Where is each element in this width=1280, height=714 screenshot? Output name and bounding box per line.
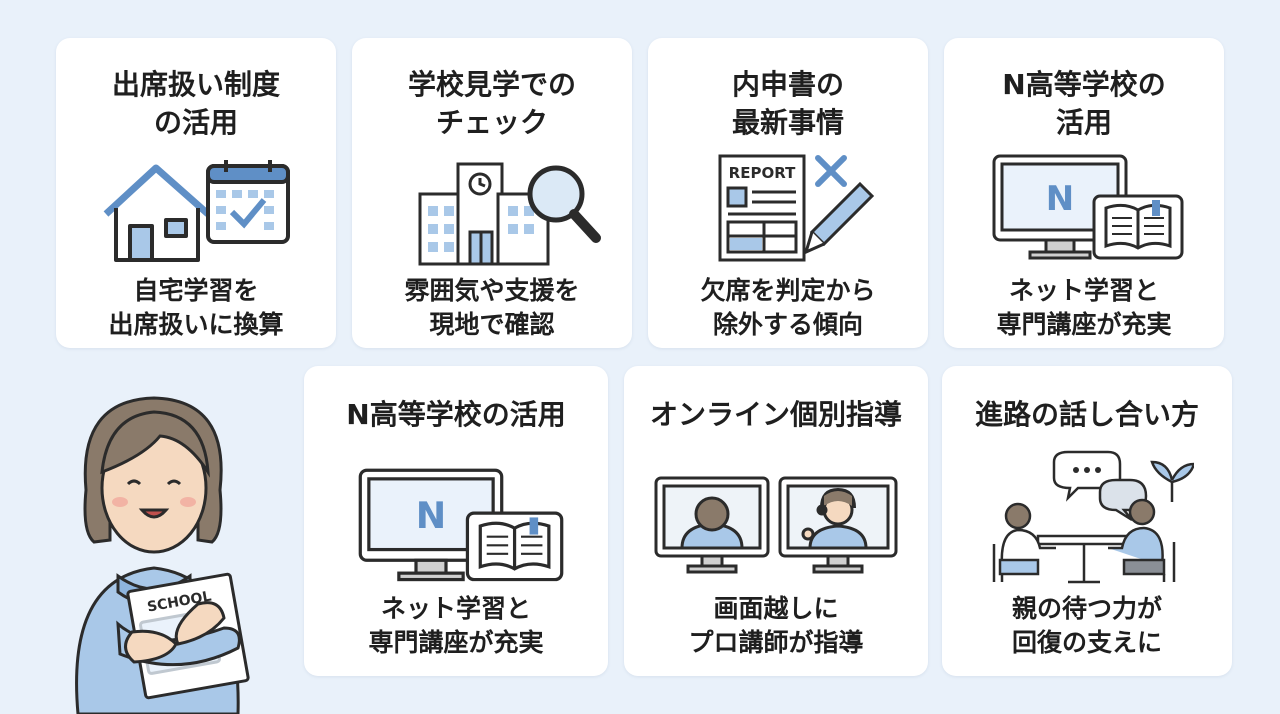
card-title: 出席扱い制度 の活用	[111, 68, 280, 139]
card-school-visit: 学校見学での チェック 雰囲気や支援を 現地で確認	[352, 38, 632, 348]
screen-letter: N	[416, 494, 446, 537]
table-conversation-icon	[992, 498, 1176, 584]
card-description: 親の待つ力が 回復の支えに	[1011, 594, 1162, 657]
card-title: 進路の話し合い方	[974, 398, 1199, 431]
student-character: SCHOOL	[75, 396, 250, 714]
card-title: N高等学校の活用	[346, 398, 566, 431]
report-document-icon: REPORT	[718, 154, 806, 262]
conversation-illustration	[992, 450, 1194, 584]
card-n-high-school-top: N高等学校の 活用 N ネット学習と 専門講座が充実	[944, 38, 1224, 348]
online-tutoring-illustration	[654, 476, 898, 574]
card-n-high-school-bottom: N高等学校の活用 N ネット学習と 専門講座が充実	[304, 366, 608, 676]
card-description: 欠席を判定から 除外する傾向	[700, 276, 876, 339]
card-title: オンライン個別指導	[649, 398, 902, 431]
card-description: 画面越しに プロ講師が指導	[688, 594, 864, 657]
card-title: N高等学校の 活用	[1002, 68, 1166, 139]
card-description: ネット学習と 専門講座が充実	[368, 594, 544, 657]
house-icon	[103, 164, 211, 262]
card-description: ネット学習と 専門講座が充実	[996, 276, 1172, 339]
report-label: REPORT	[729, 164, 796, 182]
tutor-headset-monitor-icon	[778, 476, 898, 574]
screen-letter: N	[1046, 179, 1074, 219]
card-title: 内申書の 最新事情	[731, 68, 844, 139]
report-illustration: REPORT	[718, 154, 875, 262]
card-description: 雰囲気や支援を 現地で確認	[404, 276, 580, 339]
speech-bubbles-icon	[1052, 450, 1148, 522]
magnifier-icon	[527, 165, 601, 243]
student-character-illustration: SCHOOL	[75, 396, 250, 714]
calendar-check-icon	[206, 160, 290, 244]
house-calendar-illustration	[103, 160, 290, 262]
monitor-tablet-illustration: N	[992, 154, 1184, 260]
cross-mark-icon	[815, 155, 847, 187]
card-title: 学校見学での チェック	[407, 68, 576, 139]
card-report-card: 内申書の 最新事情 REPORT 欠席を判定から 除外する傾向	[648, 38, 928, 348]
card-attendance-system: 出席扱い制度 の活用 自宅学習を 出席扱いに換算	[56, 38, 336, 348]
pencil-icon	[803, 181, 875, 255]
school-magnifier-illustration	[418, 162, 601, 266]
tablet-book-icon	[1092, 194, 1184, 260]
school-building-icon	[418, 162, 550, 266]
sprout-icon	[1150, 460, 1194, 502]
tablet-book-icon	[465, 511, 564, 582]
card-description: 自宅学習を 出席扱いに換算	[108, 276, 284, 339]
card-career-discussion: 進路の話し合い方 親の待つ力が 回復の支えに	[942, 366, 1232, 676]
monitor-tablet-illustration: N	[358, 468, 564, 582]
student-monitor-icon	[654, 476, 770, 574]
card-online-tutoring: オンライン個別指導 画面越しに プロ講師が指導	[624, 366, 928, 676]
